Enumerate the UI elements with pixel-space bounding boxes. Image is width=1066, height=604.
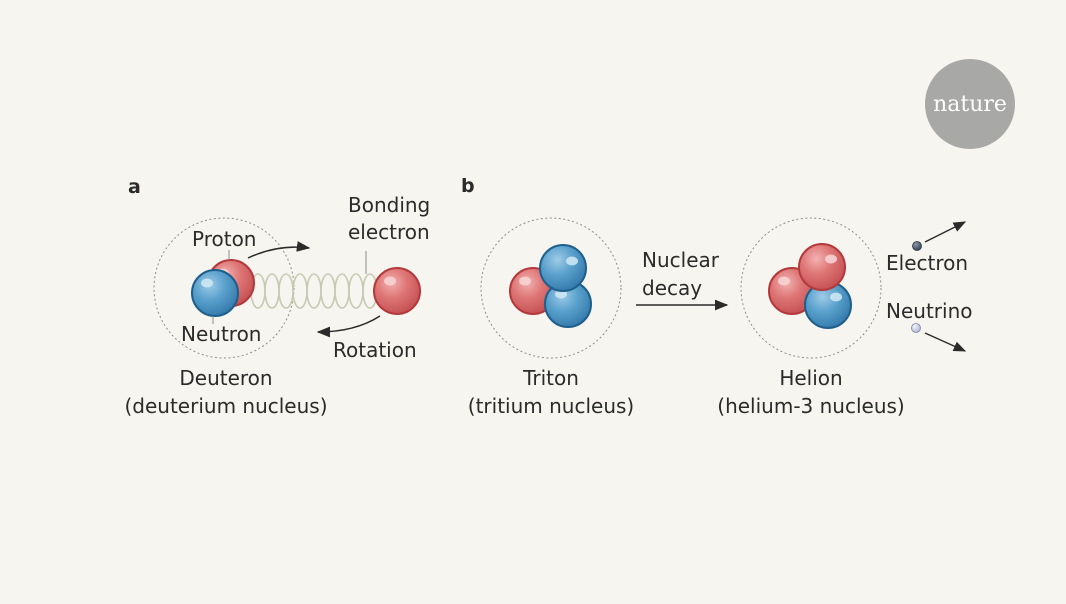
- helion-name: Helion: [779, 366, 842, 390]
- decay-label-line2: decay: [642, 276, 702, 300]
- helion-boundary: [740, 217, 882, 359]
- deuteron-subtitle: (deuterium nucleus): [124, 394, 327, 418]
- triton-neutron-sphere-top: [539, 244, 587, 292]
- electron-label: Electron: [886, 251, 968, 275]
- decay-label-line1: Nuclear: [642, 248, 720, 272]
- electron-arrow: [924, 221, 967, 243]
- neutron-sphere: [191, 269, 239, 317]
- panel-b-letter: b: [461, 175, 475, 197]
- panel-a-letter: a: [128, 176, 141, 198]
- bonded-proton-sphere: [373, 267, 421, 315]
- neutrino-label: Neutrino: [886, 299, 972, 323]
- deuteron-boundary: [153, 217, 295, 359]
- neutrino-arrow: [924, 332, 967, 352]
- helion-subtitle: (helium-3 nucleus): [717, 394, 904, 418]
- triton-neutron-sphere-bottom: [544, 280, 592, 328]
- logo-circle: [925, 59, 1015, 149]
- logo-text: nature: [933, 92, 1007, 117]
- neutron-label: Neutron: [181, 322, 261, 346]
- electron-particle: [912, 241, 922, 251]
- triton-name: Triton: [522, 366, 579, 390]
- rotation-arrow-top: [247, 241, 311, 259]
- triton-subtitle: (tritium nucleus): [468, 394, 634, 418]
- rotation-label: Rotation: [333, 338, 417, 362]
- bonding-spring: [250, 273, 378, 309]
- deuteron-name: Deuteron: [179, 366, 272, 390]
- panel-b: b Triton (tritium nucleus) Nuclear decay: [461, 175, 972, 418]
- bonding-label-line2: electron: [348, 220, 430, 244]
- helion-proton-sphere-top: [798, 243, 846, 291]
- rotation-arrow-bottom: [316, 315, 381, 338]
- neutrino-particle: [911, 323, 921, 333]
- panel-a: a: [124, 176, 430, 418]
- triton-boundary: [480, 217, 622, 359]
- proton-label: Proton: [192, 227, 256, 251]
- nature-logo: nature: [925, 59, 1015, 149]
- bonding-label-line1: Bonding: [348, 193, 430, 217]
